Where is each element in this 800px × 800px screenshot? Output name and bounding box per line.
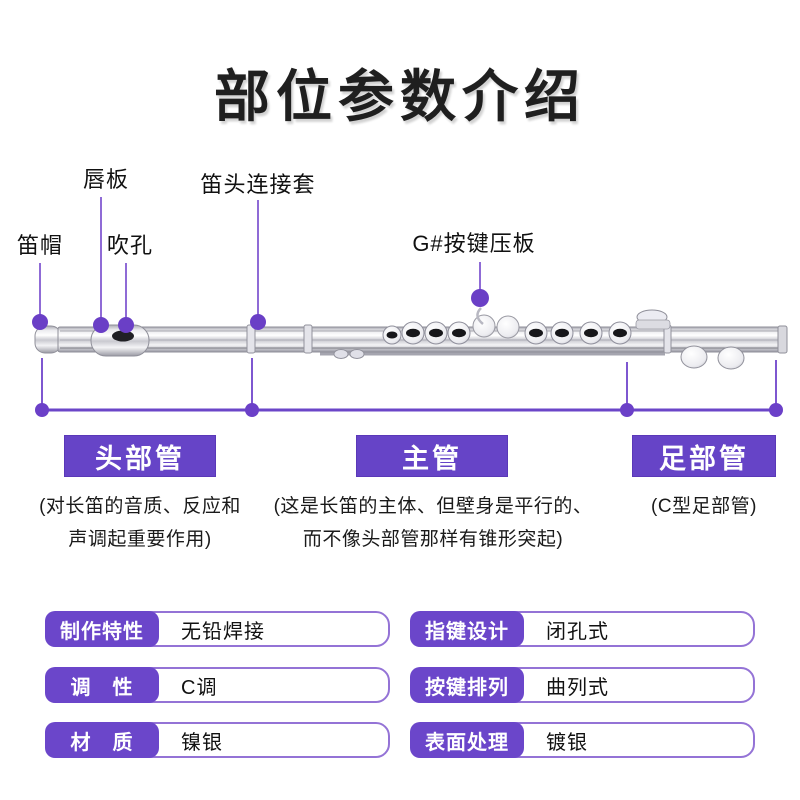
spec-label-craft: 制作特性 [45, 611, 159, 647]
spec-label-material: 材 质 [45, 722, 159, 758]
spec-row-key-of: 调 性 C调 [45, 667, 390, 703]
spec-row-surface: 表面处理 镀银 [410, 722, 755, 758]
leader-lines [39, 197, 481, 326]
spec-row-craft: 制作特性 无铅焊接 [45, 611, 390, 647]
spec-value-surface: 镀银 [546, 731, 588, 754]
spec-value-key-layout: 曲列式 [546, 676, 609, 699]
desc-line: 声调起重要作用) [68, 529, 212, 550]
section-desc-body: (这是长笛的主体、但壁身是平行的、 而不像头部管那样有锥形突起) [258, 490, 608, 556]
spec-label-key-layout: 按键排列 [410, 667, 524, 703]
label-lip-plate: 唇板 [82, 167, 129, 192]
label-headjoint-connector: 笛头连接套 [200, 172, 316, 197]
section-desc-footjoint: (C型足部管) [616, 490, 792, 523]
spec-row-material: 材 质 镍银 [45, 722, 390, 758]
flute-body [34, 307, 788, 370]
spec-label-key-of: 调 性 [45, 667, 159, 703]
spec-label-key-design: 指键设计 [410, 611, 524, 647]
label-embouchure-hole: 吹孔 [106, 233, 153, 258]
open-hole-keys [382, 321, 632, 345]
spec-value-key-of: C调 [181, 676, 218, 699]
section-banner-headjoint: 头部管 [64, 435, 216, 477]
page-title: 部位参数介绍 [214, 65, 586, 128]
section-banner-footjoint: 足部管 [632, 435, 776, 477]
label-gsharp-key: G#按键压板 [412, 231, 536, 256]
spec-value-key-design: 闭孔式 [546, 620, 609, 643]
spec-value-material: 镍银 [181, 731, 223, 754]
spec-row-key-design: 指键设计 闭孔式 [410, 611, 755, 647]
flute-illustration [32, 197, 788, 417]
section-desc-headjoint: (对长笛的音质、反应和 声调起重要作用) [18, 490, 262, 556]
desc-line: 而不像头部管那样有锥形突起) [302, 529, 564, 550]
spec-value-craft: 无铅焊接 [181, 620, 265, 643]
desc-line: (对长笛的音质、反应和 [39, 496, 241, 517]
label-crown-cap: 笛帽 [16, 233, 63, 258]
desc-line: (C型足部管) [651, 496, 757, 517]
spec-label-surface: 表面处理 [410, 722, 524, 758]
section-bracket [35, 358, 783, 417]
marker-dots [32, 289, 489, 333]
spec-row-key-layout: 按键排列 曲列式 [410, 667, 755, 703]
desc-line: (这是长笛的主体、但壁身是平行的、 [273, 496, 593, 517]
section-banner-body: 主管 [356, 435, 508, 477]
